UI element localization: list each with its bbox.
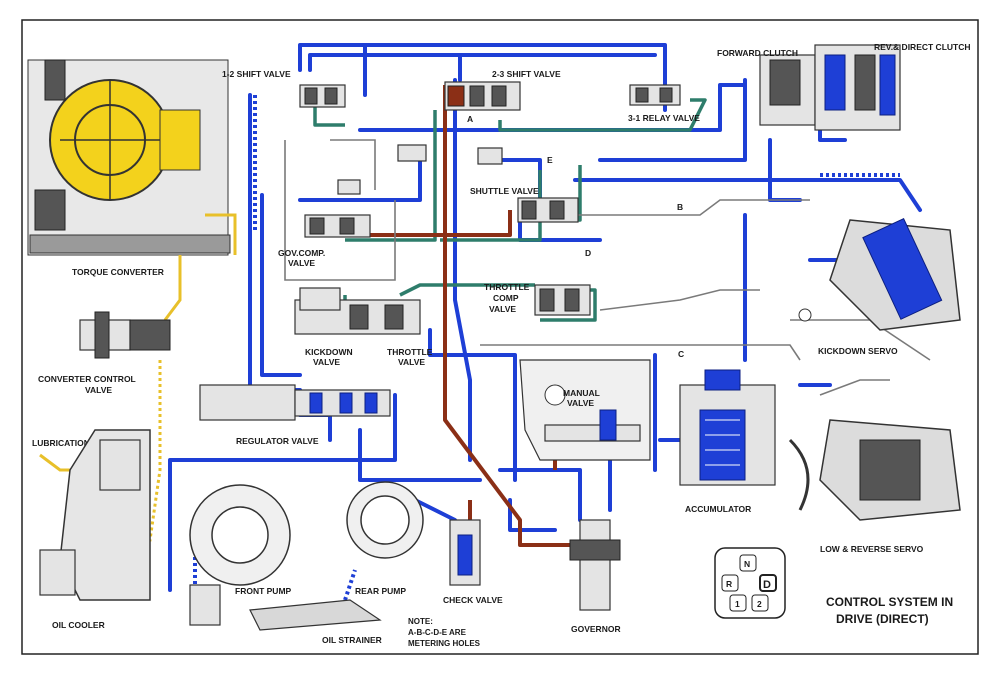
metering-hole-a: A	[467, 114, 473, 124]
metering-hole-e: E	[547, 155, 553, 165]
shuttle-valve	[517, 197, 579, 223]
selector-n: N	[744, 559, 750, 569]
oil-strainer	[249, 599, 382, 631]
gear-selector	[714, 547, 786, 619]
rear-pump-label: REAR PUMP	[355, 586, 406, 596]
note-line-2: A-B-C-D-E ARE	[408, 628, 467, 637]
diagram-frame	[21, 19, 979, 655]
oil-strainer-label: OIL STRAINER	[322, 635, 382, 645]
front-pump	[189, 484, 291, 626]
accumulator	[679, 369, 776, 486]
throttle-pressure-circuit	[313, 98, 707, 322]
gov-comp-valve-label-2: VALVE	[288, 258, 315, 268]
kickdown-throttle-valve	[294, 287, 421, 335]
throttle-comp-valve	[534, 284, 591, 316]
rear-pump	[346, 481, 424, 559]
selector-r: R	[726, 579, 732, 589]
regulator-valve	[199, 384, 391, 421]
throttle-comp-valve-label-3: VALVE	[489, 304, 516, 314]
gov-comp-valve	[304, 214, 371, 238]
check-valve-label: CHECK VALVE	[443, 595, 503, 605]
rev-direct-clutch	[814, 44, 901, 131]
oil-cooler	[39, 429, 151, 601]
selector-2-box	[751, 594, 769, 612]
regulator-valve-label: REGULATOR VALVE	[236, 436, 319, 446]
3-1-relay-valve-label: 3-1 RELAY VALVE	[628, 113, 700, 123]
diagram-title-line-2: DRIVE (DIRECT)	[836, 612, 929, 626]
note-line-3: METERING HOLES	[408, 639, 481, 648]
selector-d: D	[763, 579, 771, 591]
metering-hole-b: B	[677, 202, 683, 212]
accumulator-label: ACCUMULATOR	[685, 504, 751, 514]
torque-converter	[27, 59, 231, 256]
throttle-comp-valve-label: THROTTLE	[484, 282, 530, 292]
governor-label: GOVERNOR	[571, 624, 621, 634]
selector-r-box	[721, 574, 739, 592]
converter-control-valve-label: CONVERTER CONTROL	[38, 374, 136, 384]
governor	[569, 519, 621, 611]
metering-hole-d: D	[585, 248, 591, 258]
3-1-relay-valve	[629, 84, 681, 106]
metering-hole-c: C	[678, 349, 684, 359]
manual-valve-label-2: VALVE	[567, 398, 594, 408]
low-reverse-servo-label: LOW & REVERSE SERVO	[820, 544, 924, 554]
throttle-valve-label-2: VALVE	[398, 357, 425, 367]
kickdown-valve-label: KICKDOWN	[305, 347, 353, 357]
1-2-shift-valve-label: 1-2 SHIFT VALVE	[222, 69, 291, 79]
diagram-title-line-1: CONTROL SYSTEM IN	[826, 595, 953, 609]
2-3-shift-valve	[444, 81, 521, 111]
selector-d-box	[759, 574, 777, 592]
throttle-valve-label: THROTTLE	[387, 347, 433, 357]
selector-1: 1	[735, 599, 740, 609]
throttle-comp-valve-label-2: COMP	[493, 293, 519, 303]
1-2-shift-valve	[299, 84, 346, 108]
selector-2: 2	[757, 599, 762, 609]
forward-clutch-label: FORWARD CLUTCH	[717, 48, 798, 58]
converter-control-valve-label-2: VALVE	[85, 385, 112, 395]
torque-converter-label: TORQUE CONVERTER	[72, 267, 164, 277]
front-pump-label: FRONT PUMP	[235, 586, 292, 596]
selector-1-box	[729, 594, 747, 612]
2-3-shift-valve-label: 2-3 SHIFT VALVE	[492, 69, 561, 79]
selector-n-box	[739, 554, 757, 572]
lubrication-label: LUBRICATION	[32, 438, 90, 448]
check-valve	[449, 519, 481, 586]
check-ball-valves	[337, 144, 503, 195]
converter-control-valve	[79, 311, 171, 359]
note-line-1: NOTE:	[408, 617, 433, 626]
manual-valve	[519, 359, 651, 461]
forward-clutch	[759, 54, 816, 126]
rev-direct-clutch-label: REV.& DIRECT CLUTCH	[874, 42, 971, 52]
kickdown-valve-label-2: VALVE	[313, 357, 340, 367]
kickdown-servo	[798, 217, 961, 331]
gov-comp-valve-label: GOV.COMP.	[278, 248, 325, 258]
manual-valve-label: MANUAL	[563, 388, 600, 398]
shuttle-valve-label: SHUTTLE VALVE	[470, 186, 539, 196]
kickdown-servo-label: KICKDOWN SERVO	[818, 346, 898, 356]
oil-cooler-label: OIL COOLER	[52, 620, 105, 630]
low-reverse-servo	[788, 419, 961, 521]
